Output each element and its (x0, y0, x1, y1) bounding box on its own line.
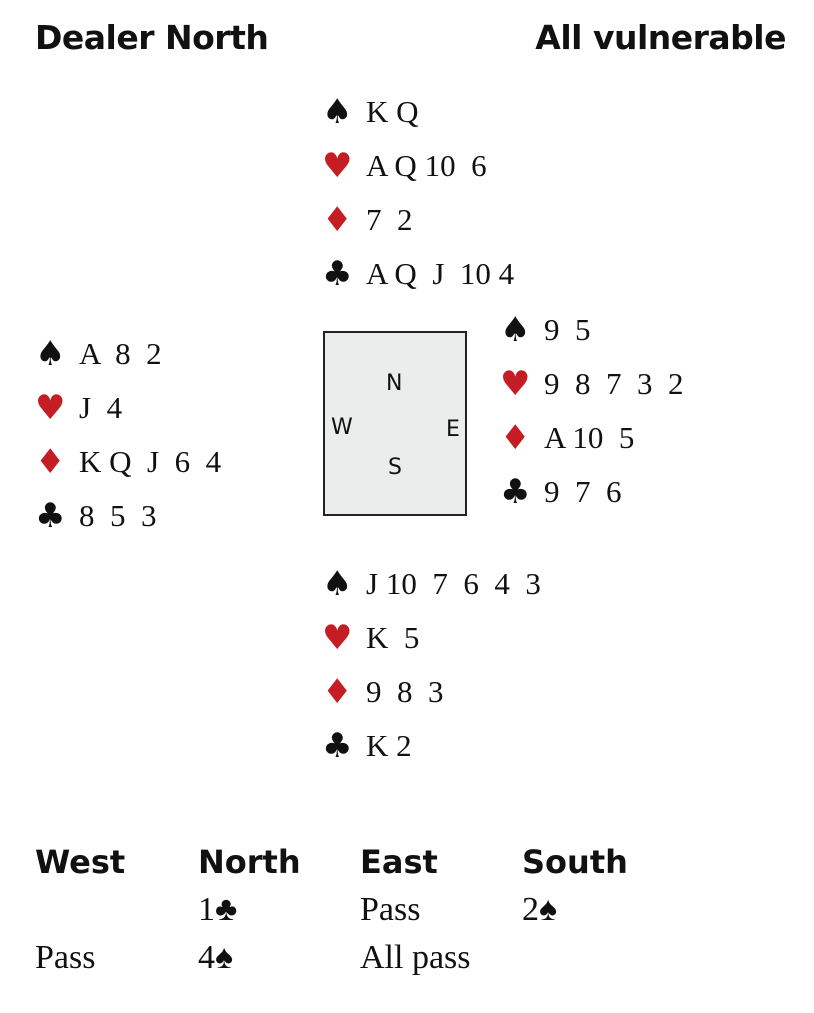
south-clubs-row: ♣ K 2 (322, 719, 541, 773)
north-diamonds-row: ♦ 7 2 (322, 193, 514, 247)
north-spades-row: ♠ K Q (322, 85, 514, 139)
east-hearts-cards: 9 8 7 3 2 (544, 366, 684, 401)
club-icon: ♣ (322, 254, 353, 294)
spade-icon: ♠ (500, 310, 531, 350)
west-diamonds-cards: K Q J 6 4 (79, 444, 222, 479)
west-hearts-cards: J 4 (79, 390, 123, 425)
diamond-icon: ♦ (500, 418, 531, 458)
south-spades-row: ♠ J 10 7 6 4 3 (322, 557, 541, 611)
dealer-label: Dealer North (35, 18, 269, 57)
north-spades-cards: K Q (366, 94, 419, 129)
spade-icon: ♠ (322, 564, 353, 604)
east-spades-row: ♠ 9 5 (500, 303, 684, 357)
auction-header-north: North (198, 843, 301, 881)
south-spades-cards: J 10 7 6 4 3 (366, 566, 541, 601)
west-hearts-row: ♥ J 4 (35, 381, 221, 435)
club-icon: ♣ (35, 496, 66, 536)
club-icon: ♣ (500, 472, 531, 512)
east-diamonds-row: ♦ A 10 5 (500, 411, 684, 465)
east-hand: ♠ 9 5 ♥ 9 8 7 3 2 ♦ A 10 5 ♣ 9 7 6 (500, 303, 684, 519)
north-clubs-row: ♣ A Q J 10 4 (322, 247, 514, 301)
spade-icon: ♠ (35, 334, 66, 374)
compass-west: W (331, 415, 353, 440)
heart-icon: ♥ (35, 388, 66, 428)
compass-north: N (386, 371, 403, 396)
west-clubs-row: ♣ 8 5 3 (35, 489, 221, 543)
auction-bid: 1♣ (198, 891, 238, 928)
south-clubs-cards: K 2 (366, 728, 412, 763)
south-hearts-cards: K 5 (366, 620, 420, 655)
auction-header-west: West (35, 843, 126, 881)
west-hand: ♠ A 8 2 ♥ J 4 ♦ K Q J 6 4 ♣ 8 5 3 (35, 327, 221, 543)
heart-icon: ♥ (322, 146, 353, 186)
diamond-icon: ♦ (322, 672, 353, 712)
heart-icon: ♥ (322, 618, 353, 658)
east-spades-cards: 9 5 (544, 312, 591, 347)
east-clubs-row: ♣ 9 7 6 (500, 465, 684, 519)
north-hearts-cards: A Q 10 6 (366, 148, 487, 183)
auction-bid: Pass (35, 939, 96, 976)
auction-header-east: East (360, 843, 438, 881)
north-diamonds-cards: 7 2 (366, 202, 413, 237)
north-hearts-row: ♥ A Q 10 6 (322, 139, 514, 193)
auction-header-south: South (522, 843, 628, 881)
auction-bid: Pass (360, 891, 421, 928)
south-hand: ♠ J 10 7 6 4 3 ♥ K 5 ♦ 9 8 3 ♣ K 2 (322, 557, 541, 773)
north-clubs-cards: A Q J 10 4 (366, 256, 515, 291)
east-diamonds-cards: A 10 5 (544, 420, 635, 455)
diamond-icon: ♦ (322, 200, 353, 240)
compass-east: E (446, 417, 460, 442)
compass-south: S (388, 455, 402, 480)
east-hearts-row: ♥ 9 8 7 3 2 (500, 357, 684, 411)
vulnerability-label: All vulnerable (535, 18, 786, 57)
west-spades-row: ♠ A 8 2 (35, 327, 221, 381)
compass-table: N W E S (323, 331, 467, 516)
north-hand: ♠ K Q ♥ A Q 10 6 ♦ 7 2 ♣ A Q J 10 4 (322, 85, 514, 301)
west-diamonds-row: ♦ K Q J 6 4 (35, 435, 221, 489)
diamond-icon: ♦ (35, 442, 66, 482)
east-clubs-cards: 9 7 6 (544, 474, 622, 509)
south-diamonds-row: ♦ 9 8 3 (322, 665, 541, 719)
heart-icon: ♥ (500, 364, 531, 404)
club-icon: ♣ (322, 726, 353, 766)
south-hearts-row: ♥ K 5 (322, 611, 541, 665)
spade-icon: ♠ (322, 92, 353, 132)
south-diamonds-cards: 9 8 3 (366, 674, 444, 709)
west-spades-cards: A 8 2 (79, 336, 162, 371)
auction-bid: 2♠ (522, 891, 558, 928)
west-clubs-cards: 8 5 3 (79, 498, 157, 533)
auction-bid: All pass (360, 939, 471, 976)
auction-bid: 4♠ (198, 939, 234, 976)
